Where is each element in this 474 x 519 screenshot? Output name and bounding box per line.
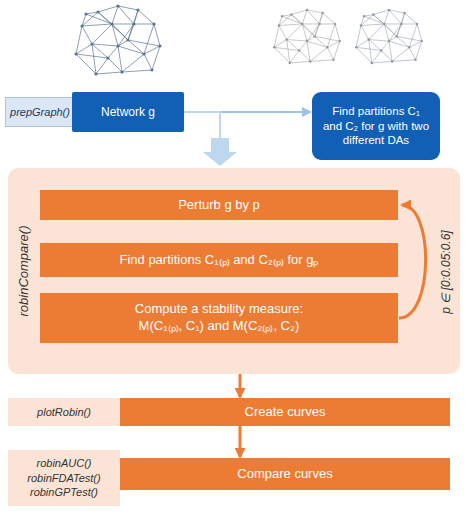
box-label: robinAUC()	[36, 456, 91, 471]
flow-arrow	[184, 112, 237, 166]
network-graph	[74, 4, 161, 75]
process-bar: Find partitions C₁₍ₚ₎ and C₂₍ₚ₎ for gₚ	[40, 243, 398, 277]
connector-line	[184, 112, 220, 138]
box-label: Find partitions C₁ and C₂ for g with two…	[322, 104, 430, 149]
process-bar: Create curves	[120, 398, 450, 426]
box-label: robinCompare()	[16, 225, 31, 316]
box-label: Find partitions C₁₍ₚ₎ and C₂₍ₚ₎ for gₚ	[119, 252, 318, 269]
box-label: prepGraph()	[10, 106, 70, 118]
function-box: plotRobin()	[8, 398, 120, 426]
connector-line	[239, 374, 242, 397]
box-label: Network g	[101, 105, 155, 119]
process-bar: Compare curves	[120, 458, 450, 490]
box-label: robinGPTest()	[30, 485, 98, 500]
connector-line	[184, 111, 311, 113]
function-box: prepGraph()	[5, 97, 75, 127]
function-box: robinAUC()robinFDATest()robinGPTest()	[8, 450, 120, 506]
process-bar: Compute a stability measure:M(C₁₍ₚ₎, C₁)…	[40, 293, 398, 343]
flow-arrow	[184, 112, 311, 113]
network-graph	[273, 9, 341, 65]
box-label: plotRobin()	[37, 405, 91, 420]
partition-box: Find partitions C₁ and C₂ for g with two…	[312, 92, 440, 160]
network-box: Network g	[72, 92, 184, 132]
loop-container: robinCompare() Perturb g by p Find partiti…	[8, 168, 460, 374]
box-label: Perturb g by p	[178, 197, 260, 214]
network-graph	[355, 9, 423, 65]
flow-arrow	[240, 426, 241, 457]
connector-line	[399, 205, 426, 318]
box-label: Compute a stability measure:	[135, 301, 303, 318]
connector-line	[239, 426, 242, 457]
box-label: Create curves	[245, 404, 326, 421]
process-bar: Perturb g by p	[40, 190, 398, 220]
range-label: p ∈ [0:0.05:0.6]	[439, 230, 453, 313]
flow-arrow	[240, 374, 241, 397]
block-arrow	[203, 138, 237, 166]
box-label: robinFDATest()	[27, 471, 100, 486]
flow-arrow	[399, 205, 426, 318]
box-label: M(C₁₍ₚ₎, C₁) and M(C₂₍ₚ₎, C₂)	[139, 318, 300, 335]
box-label: Compare curves	[237, 466, 332, 483]
